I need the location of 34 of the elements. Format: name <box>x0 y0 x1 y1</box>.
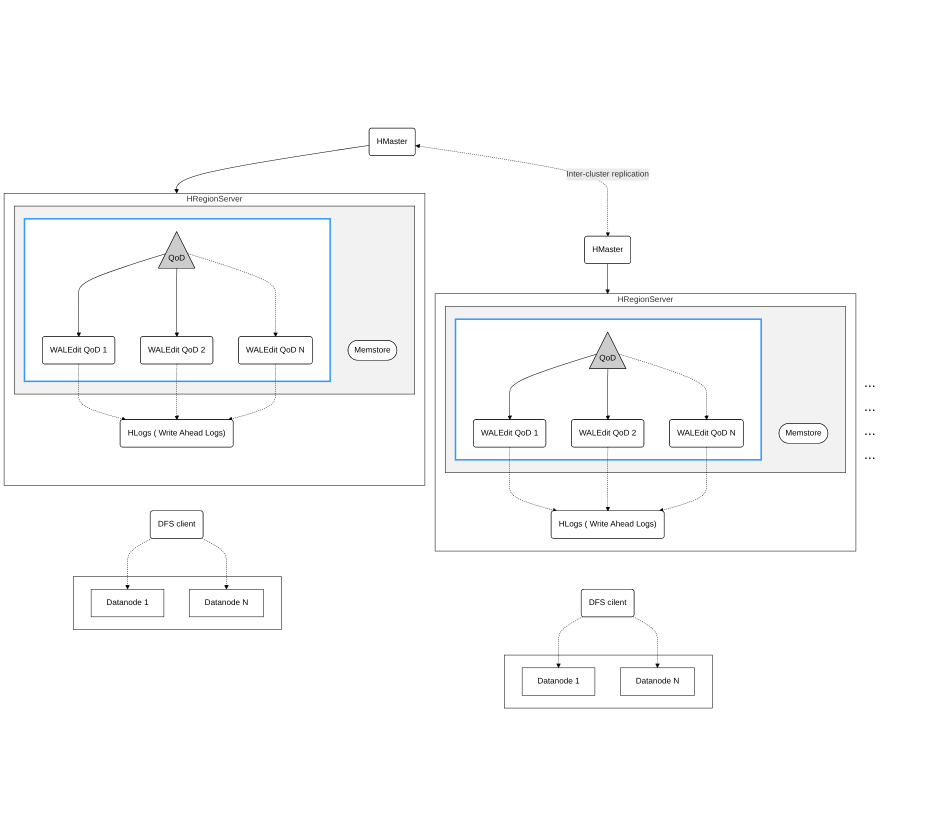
arrow <box>188 253 278 337</box>
edge-label: Inter-cluster replication <box>566 170 649 178</box>
arrow <box>606 447 610 512</box>
node-box: Datanode N <box>620 667 695 696</box>
cluster <box>73 576 282 630</box>
arrow <box>556 616 584 668</box>
arrow <box>508 354 598 420</box>
node-box: Datanode N <box>189 588 264 617</box>
ellipsis-label: ... <box>864 446 877 462</box>
arrow <box>658 447 707 512</box>
arrow <box>228 364 276 421</box>
arrow <box>606 368 610 420</box>
arrow <box>509 447 558 512</box>
cluster <box>504 654 713 708</box>
ellipsis-label: ... <box>864 398 877 414</box>
cluster <box>24 218 331 382</box>
ellipsis-label: ... <box>864 374 877 390</box>
node-box: Datanode 1 <box>522 667 596 696</box>
arrow <box>78 364 126 421</box>
arrow <box>618 354 709 420</box>
arrow <box>605 263 610 294</box>
arrow <box>174 145 370 194</box>
ellipsis-label: ... <box>864 422 877 438</box>
arrow <box>415 144 610 236</box>
node-box: Datanode 1 <box>90 588 164 617</box>
arrow <box>76 253 166 337</box>
arrow <box>174 364 180 420</box>
arrow <box>174 268 180 337</box>
cluster <box>445 306 846 473</box>
arrow <box>202 538 229 590</box>
arrow <box>125 538 152 590</box>
cluster <box>14 206 415 394</box>
arrow <box>632 616 660 668</box>
cluster <box>454 318 762 461</box>
